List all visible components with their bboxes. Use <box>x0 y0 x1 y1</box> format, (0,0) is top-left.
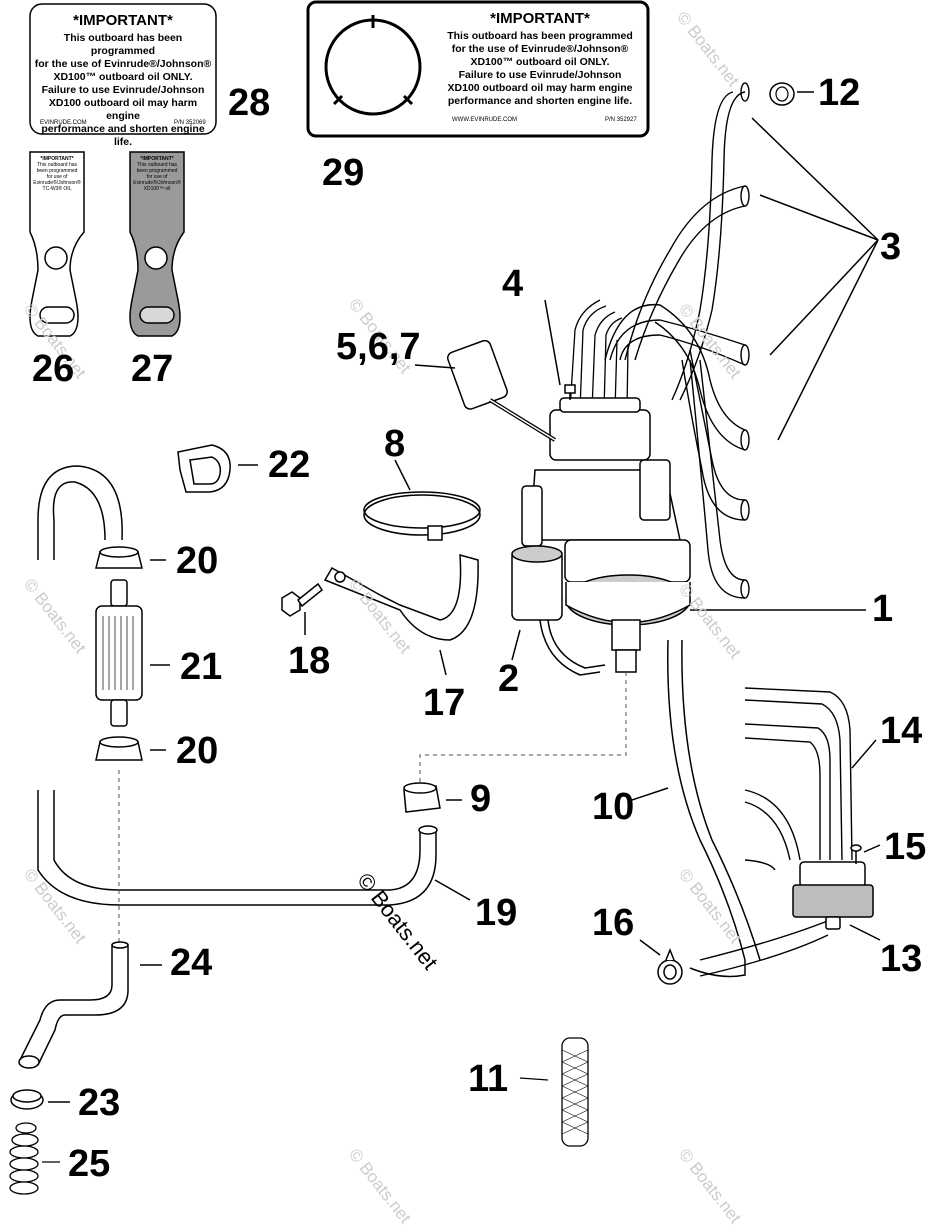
callout-10: 10 <box>592 786 635 828</box>
decal-28-line: Failure to use Evinrude/Johnson <box>41 84 205 96</box>
callout-4: 4 <box>502 263 524 305</box>
callout-3: 3 <box>880 226 902 268</box>
callout-1: 1 <box>872 588 894 630</box>
fitting-9 <box>403 782 462 813</box>
clamp-16 <box>639 939 683 985</box>
callout-19: 19 <box>475 892 518 934</box>
decal-29-line: Failure to use Evinrude/Johnson <box>458 69 622 81</box>
callout-26: 26 <box>32 348 75 390</box>
decal-28-url: EVINRUDE.COM <box>40 120 87 126</box>
parts-diagram <box>9 0 881 1195</box>
tag-27-line: been programmed <box>136 168 178 174</box>
decal-29-title: *IMPORTANT* <box>490 10 590 27</box>
clamp-23 <box>10 1089 70 1110</box>
callout-18: 18 <box>288 640 331 682</box>
tag-27-line: XD100™ oil <box>143 186 171 192</box>
decal-28-pn: P/N 352069 <box>174 120 206 126</box>
tag-26-line: been programmed <box>36 168 78 174</box>
decal-29-line: XD100 outboard oil may harm engine <box>447 82 633 94</box>
callout-28: 28 <box>228 82 271 124</box>
tag-27-line: for use of <box>146 174 168 180</box>
decal-29-line: for the use of Evinrude®/Johnson® <box>451 43 629 55</box>
tag-26-line: TC-W3® OIL <box>42 186 72 192</box>
callout-22: 22 <box>268 444 311 486</box>
tag-26-line: This outboard has <box>36 162 78 168</box>
decal-29-pn: P/N 352927 <box>605 117 637 123</box>
tag-26-line: Evinrude®/Johnson® <box>33 180 81 186</box>
callout-20b: 20 <box>176 730 219 772</box>
decal-28-line: for the use of Evinrude®/Johnson® <box>34 58 212 70</box>
decal-28-line: This outboard has been programmed <box>63 32 183 57</box>
bracket-17 <box>323 553 479 676</box>
oil-pump-assembly <box>447 299 691 676</box>
callout-5-6-7: 5,6,7 <box>336 326 421 368</box>
callout-23: 23 <box>78 1082 121 1124</box>
decal-29-line: This outboard has been programmed <box>447 30 633 42</box>
decal-28-title: *IMPORTANT* <box>73 12 173 29</box>
tag-27-line: This outboard has <box>136 162 178 168</box>
decal-29-text: *IMPORTANT* This outboard has been progr… <box>440 10 640 108</box>
tag-26-text: *IMPORTANT* This outboard has been progr… <box>31 156 83 192</box>
tag-26-line: for use of <box>46 174 68 180</box>
callout-16: 16 <box>592 902 635 944</box>
screw-18 <box>281 582 324 635</box>
dashed-lines <box>118 672 627 945</box>
decal-28-line: XD100™ outboard oil ONLY. <box>53 71 193 83</box>
tag-27 <box>129 151 185 337</box>
hoses-14 <box>699 687 877 977</box>
decal-28 <box>29 3 217 135</box>
decal-29 <box>306 0 650 138</box>
fitting-20b <box>95 736 166 761</box>
filter-21 <box>95 579 170 727</box>
tag-26-title: *IMPORTANT* <box>40 156 74 162</box>
screen-11 <box>519 1037 589 1147</box>
hose-19 <box>37 465 471 906</box>
decal-28-line: XD100 outboard oil may harm engine <box>48 97 198 122</box>
tag-27-title: *IMPORTANT* <box>140 156 174 162</box>
decal-28-text: *IMPORTANT* This outboard has been progr… <box>34 12 212 149</box>
callout-11: 11 <box>468 1058 509 1100</box>
decal-29-line: XD100™ outboard oil ONLY. <box>470 56 610 68</box>
callout-21: 21 <box>180 646 223 688</box>
screw-15 <box>850 844 881 864</box>
callout-27: 27 <box>131 348 174 390</box>
callout-13: 13 <box>880 938 923 980</box>
callout-9: 9 <box>470 778 492 820</box>
part-25 <box>9 1122 60 1195</box>
fitting-20a <box>95 546 166 569</box>
tag-27-line: Evinrude®/Johnson® <box>133 180 181 186</box>
band-8 <box>363 459 481 541</box>
callout-15: 15 <box>884 826 927 868</box>
callout-2: 2 <box>498 658 520 700</box>
callout-29: 29 <box>322 152 365 194</box>
callout-20a: 20 <box>176 540 219 582</box>
callout-14: 14 <box>880 710 923 752</box>
fitting-13 <box>792 861 881 941</box>
decal-29-url: WWW.EVINRUDE.COM <box>452 117 517 123</box>
callout-8: 8 <box>384 423 406 465</box>
callout-12: 12 <box>818 72 861 114</box>
tag-26 <box>29 151 85 337</box>
hose-10 <box>631 639 761 978</box>
hoses-3 <box>604 82 750 599</box>
callout-24: 24 <box>170 942 213 984</box>
hose-24 <box>18 941 162 1069</box>
clip-22 <box>177 444 258 493</box>
clamp-12 <box>769 82 814 106</box>
decal-28-line: performance and shorten engine life. <box>41 123 205 148</box>
callout-17: 17 <box>423 682 466 724</box>
tag-27-text: *IMPORTANT* This outboard has been progr… <box>131 156 183 192</box>
decal-29-line: performance and shorten engine life. <box>447 95 633 107</box>
leader-3 <box>751 117 879 441</box>
leaders-upper <box>414 299 866 661</box>
callout-25: 25 <box>68 1143 111 1185</box>
